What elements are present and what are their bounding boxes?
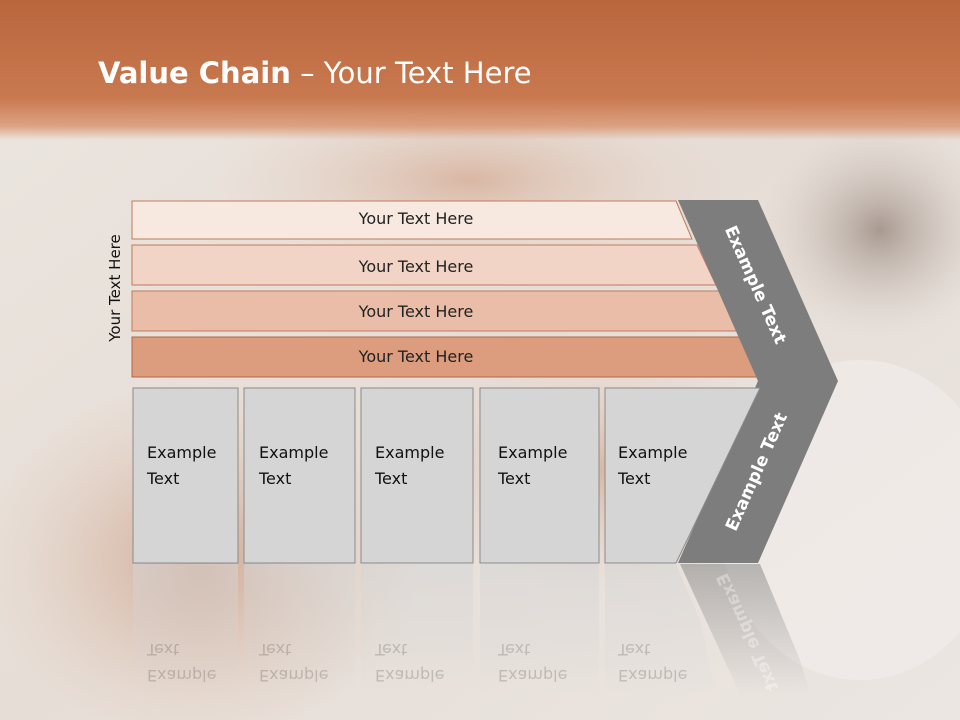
bar-1-text: Your Text Here <box>358 209 474 228</box>
box-3-reflection <box>361 564 473 694</box>
bar-3-text: Your Text Here <box>358 302 474 321</box>
box-2-line2: Text <box>259 469 292 488</box>
box-3-refl-line1: Example <box>375 666 445 685</box>
bar-4-text: Your Text Here <box>358 347 474 366</box>
box-5-reflection <box>605 564 715 694</box>
box-4-reflection <box>480 564 599 694</box>
box-1-refl-line1: Example <box>147 666 217 685</box>
box-2 <box>243 387 356 564</box>
title-rest: – Your Text Here <box>290 56 532 90</box>
box-4-line1: Example <box>498 443 568 462</box>
box-4-refl-line1: Example <box>498 666 568 685</box>
box-1-reflection <box>133 564 238 694</box>
box-1-line1: Example <box>147 443 217 462</box>
box-4 <box>479 387 600 564</box>
arrow-reflection <box>680 564 810 694</box>
box-3-text-reflection: Example Text <box>375 636 444 688</box>
box-1 <box>132 387 239 564</box>
box-5-line1: Example <box>618 443 688 462</box>
box-1-refl-line2: Text <box>147 640 180 659</box>
box-2-refl-line1: Example <box>259 666 329 685</box>
box-3 <box>360 387 474 564</box>
box-2-refl-line2: Text <box>259 640 292 659</box>
box-2-line1: Example <box>259 443 329 462</box>
box-2-reflection <box>244 564 355 694</box>
box-3-line2: Text <box>375 469 408 488</box>
box-5-refl-line2: Text <box>618 640 651 659</box>
header-band <box>0 0 960 140</box>
box-4-line2: Text <box>498 469 531 488</box>
bar-1 <box>131 200 693 240</box>
box-4-refl-line2: Text <box>498 640 531 659</box>
box-1-line2: Text <box>147 469 180 488</box>
box-5-refl-line1: Example <box>618 666 688 685</box>
box-3-refl-line2: Text <box>375 640 408 659</box>
title-bold: Value Chain <box>98 56 291 90</box>
box-2-text-reflection: Example Text <box>259 636 328 688</box>
box-4-text-reflection: Example Text <box>498 636 567 688</box>
slide-title: Value Chain – Your Text Here <box>98 56 532 90</box>
box-5-text-reflection: Example Text <box>618 636 687 688</box>
box-5-line2: Text <box>618 469 651 488</box>
bar-2-text: Your Text Here <box>358 257 474 276</box>
box-3-line1: Example <box>375 443 445 462</box>
box-1-text-reflection: Example Text <box>147 636 216 688</box>
box-5 <box>604 387 761 564</box>
